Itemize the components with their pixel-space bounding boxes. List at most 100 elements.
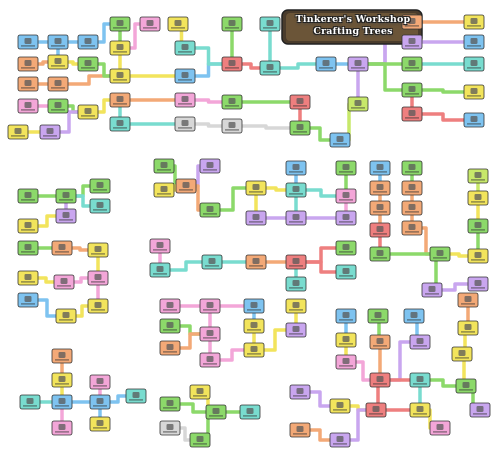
item-label-strip	[471, 201, 485, 203]
item-icon	[24, 296, 32, 302]
item-node-n102	[199, 326, 221, 342]
item-icon	[94, 302, 102, 308]
item-label-strip	[129, 399, 143, 401]
item-icon	[62, 312, 70, 318]
item-icon	[408, 164, 416, 170]
item-node-n77	[201, 254, 223, 270]
item-label-strip	[405, 191, 419, 193]
item-icon	[24, 102, 32, 108]
connector-n30-n33	[268, 62, 328, 70]
connector-n122-n118	[418, 378, 468, 388]
item-node-n105	[243, 298, 265, 314]
item-label-strip	[81, 115, 95, 117]
item-node-n103	[159, 340, 181, 356]
item-icon	[436, 250, 444, 256]
item-label-strip	[289, 287, 303, 289]
item-label-strip	[93, 405, 107, 407]
item-node-n59	[17, 292, 39, 308]
item-icon	[322, 60, 330, 66]
item-label-strip	[471, 179, 485, 181]
item-node-n113	[335, 332, 357, 348]
item-label-strip	[171, 27, 185, 29]
item-label-strip	[373, 211, 387, 213]
item-icon	[96, 182, 104, 188]
item-label-strip	[471, 259, 485, 261]
item-label-strip	[289, 309, 303, 311]
item-node-n52	[17, 218, 39, 234]
item-label-strip	[157, 193, 171, 195]
item-icon	[252, 184, 260, 190]
item-label-strip	[373, 191, 387, 193]
item-label-strip	[405, 117, 419, 119]
item-icon	[58, 424, 66, 430]
item-icon	[116, 20, 124, 26]
item-node-n35	[347, 96, 369, 112]
item-icon	[24, 38, 32, 44]
item-node-n42	[463, 14, 485, 30]
connector-n107-n109	[252, 328, 298, 352]
item-node-n111	[367, 308, 389, 324]
item-node-n34	[347, 56, 369, 72]
item-icon	[336, 136, 344, 142]
item-node-n69	[285, 160, 307, 176]
item-icon	[160, 186, 168, 192]
item-label-strip	[93, 209, 107, 211]
item-label-strip	[247, 309, 261, 311]
item-icon	[342, 244, 350, 250]
item-label-strip	[157, 169, 171, 171]
item-label-strip	[178, 79, 192, 81]
item-icon	[116, 120, 124, 126]
item-node-n73	[335, 188, 357, 204]
item-icon	[474, 280, 482, 286]
item-label-strip	[203, 309, 217, 311]
item-icon	[62, 192, 70, 198]
item-node-n112	[403, 308, 425, 324]
item-node-n44	[463, 56, 485, 72]
item-icon	[292, 280, 300, 286]
item-icon	[228, 20, 236, 26]
item-icon	[54, 58, 62, 64]
item-label-strip	[455, 357, 469, 359]
item-icon	[156, 266, 164, 272]
item-icon	[408, 60, 416, 66]
item-label-strip	[55, 405, 69, 407]
item-icon	[474, 172, 482, 178]
item-label-strip	[51, 65, 65, 67]
item-label-strip	[289, 265, 303, 267]
item-node-n145	[51, 420, 73, 436]
item-label-strip	[405, 171, 419, 173]
item-node-n30	[259, 60, 281, 76]
item-icon	[96, 420, 104, 426]
item-label-strip	[163, 351, 177, 353]
item-icon	[342, 214, 350, 220]
item-node-n12	[39, 124, 61, 140]
item-label-strip	[93, 189, 107, 191]
item-label-strip	[203, 169, 217, 171]
item-label-strip	[371, 319, 385, 321]
item-icon	[464, 324, 472, 330]
item-label-strip	[339, 365, 353, 367]
item-label-strip	[203, 337, 217, 339]
item-node-n94	[467, 190, 489, 206]
item-label-strip	[471, 287, 485, 289]
item-icon	[458, 350, 466, 356]
item-node-n92	[429, 246, 451, 262]
item-icon	[354, 100, 362, 106]
item-label-strip	[407, 319, 421, 321]
item-icon	[470, 60, 478, 66]
item-icon	[408, 110, 416, 116]
item-icon	[408, 18, 416, 24]
item-node-n6	[77, 56, 99, 72]
item-node-n81	[335, 264, 357, 280]
item-icon	[408, 184, 416, 190]
item-label-strip	[55, 383, 69, 385]
item-icon	[408, 204, 416, 210]
item-icon	[24, 244, 32, 250]
item-node-n21	[109, 92, 131, 108]
item-icon	[196, 436, 204, 442]
item-label-strip	[263, 27, 277, 29]
item-label-strip	[203, 363, 217, 365]
item-label-strip	[293, 105, 307, 107]
item-label-strip	[179, 189, 193, 191]
item-icon	[408, 86, 416, 92]
